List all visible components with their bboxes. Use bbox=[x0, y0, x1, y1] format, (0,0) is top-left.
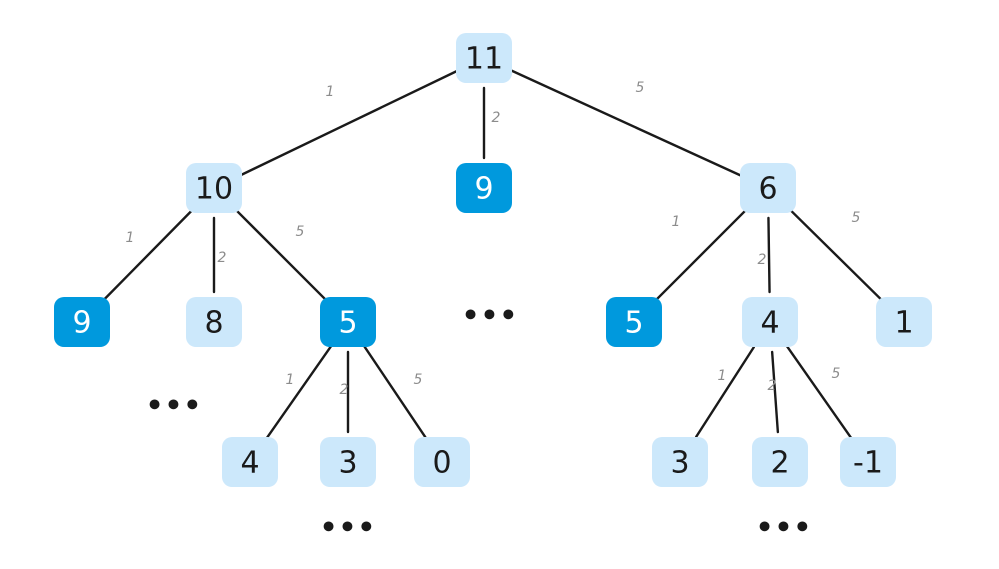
node-box bbox=[652, 437, 708, 487]
ellipsis-bottom-left: ••• bbox=[320, 511, 377, 544]
node-value: 3 bbox=[670, 446, 689, 481]
node-value: 5 bbox=[624, 306, 643, 341]
node-box bbox=[742, 297, 798, 347]
edge-label: 5 bbox=[296, 224, 305, 240]
tree-node: 2 bbox=[752, 437, 808, 487]
node-value: 0 bbox=[432, 446, 451, 481]
node-value: 9 bbox=[474, 172, 493, 207]
edge-root-n10 bbox=[239, 69, 459, 177]
edge-n6-n4a bbox=[767, 216, 771, 294]
highlighted-node-box bbox=[320, 297, 376, 347]
node-box bbox=[876, 297, 932, 347]
edge-label: 2 bbox=[340, 382, 349, 398]
node-value: 2 bbox=[770, 446, 789, 481]
node-value: 8 bbox=[204, 306, 223, 341]
ellipsis-layer: ••• ••• ••• ••• bbox=[146, 299, 813, 544]
node-box bbox=[752, 437, 808, 487]
edge-n4a-n3b bbox=[695, 346, 755, 438]
edge-labels-layer: 1 2 5 1 2 5 1 2 5 1 2 5 1 2 5 bbox=[126, 80, 861, 398]
ellipsis-bottom-right: ••• bbox=[756, 511, 813, 544]
node-box bbox=[186, 163, 242, 213]
edge-label: 2 bbox=[218, 250, 227, 266]
tree-node: -1 bbox=[840, 437, 896, 487]
tree-node: 6 bbox=[740, 163, 796, 213]
node-value: 5 bbox=[338, 306, 357, 341]
edge-label: 1 bbox=[286, 372, 295, 388]
tree-node: 3 bbox=[320, 437, 376, 487]
tree-node: 8 bbox=[186, 297, 242, 347]
node-value: 10 bbox=[195, 172, 233, 207]
tree-node: 10 bbox=[186, 163, 242, 213]
edge-n10-n9b bbox=[101, 208, 195, 302]
tree-node: 4 bbox=[742, 297, 798, 347]
edge-label: 2 bbox=[492, 110, 501, 126]
node-value: 4 bbox=[240, 446, 259, 481]
ellipsis-mid: ••• bbox=[462, 299, 519, 332]
node-value: 9 bbox=[72, 306, 91, 341]
tree-node: 5 bbox=[606, 297, 662, 347]
tree-node: 9 bbox=[54, 297, 110, 347]
node-box bbox=[414, 437, 470, 487]
node-value: 6 bbox=[758, 172, 777, 207]
node-value: 1 bbox=[894, 306, 913, 341]
node-value: -1 bbox=[853, 446, 883, 481]
tree-node: 4 bbox=[222, 437, 278, 487]
edges-layer bbox=[101, 69, 884, 439]
node-box bbox=[222, 437, 278, 487]
edge-n4a-nm1 bbox=[786, 345, 852, 439]
edge-label: 1 bbox=[326, 84, 335, 100]
tree-node: 1 bbox=[876, 297, 932, 347]
edge-n6-n5b bbox=[654, 208, 748, 302]
highlighted-node-box bbox=[456, 163, 512, 213]
edge-label: 1 bbox=[672, 214, 681, 230]
highlighted-node-box bbox=[54, 297, 110, 347]
edge-label: 2 bbox=[768, 378, 777, 394]
node-box bbox=[186, 297, 242, 347]
edge-n5a-n0 bbox=[363, 345, 427, 439]
node-box bbox=[740, 163, 796, 213]
tree-node: 11 bbox=[456, 33, 512, 83]
node-value: 11 bbox=[465, 42, 503, 77]
edge-n4a-n2 bbox=[770, 350, 780, 434]
tree-node: 3 bbox=[652, 437, 708, 487]
edge-root-n6 bbox=[510, 69, 742, 177]
edge-label: 1 bbox=[126, 230, 135, 246]
node-box bbox=[840, 437, 896, 487]
ellipsis-left: ••• bbox=[146, 389, 203, 422]
edge-label: 5 bbox=[832, 366, 841, 382]
edge-label: 5 bbox=[414, 372, 423, 388]
node-value: 4 bbox=[760, 306, 779, 341]
tree-node: 0 bbox=[414, 437, 470, 487]
edge-n5a-n4b bbox=[266, 345, 332, 439]
edge-label: 5 bbox=[852, 210, 861, 226]
edge-label: 1 bbox=[718, 368, 727, 384]
node-box bbox=[320, 437, 376, 487]
edge-label: 2 bbox=[758, 252, 767, 268]
node-box bbox=[456, 33, 512, 83]
highlighted-node-box bbox=[606, 297, 662, 347]
tree-node: 9 bbox=[456, 163, 512, 213]
edge-label: 5 bbox=[636, 80, 645, 96]
tree-node: 5 bbox=[320, 297, 376, 347]
node-value: 3 bbox=[338, 446, 357, 481]
edge-n10-n5a bbox=[234, 208, 328, 302]
edge-n6-n1 bbox=[788, 207, 884, 303]
